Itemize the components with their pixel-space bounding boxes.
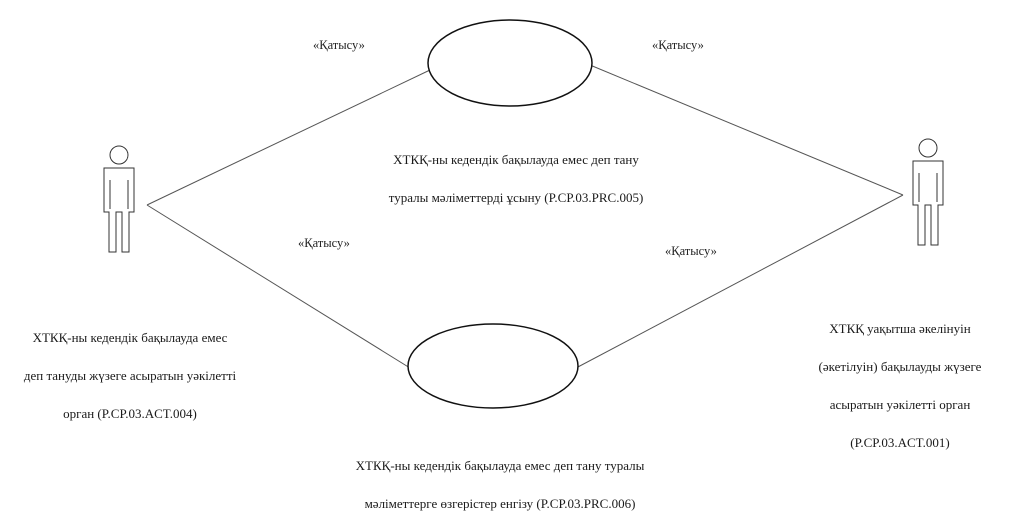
use-case-bottom-label-line1: ХТКҚ-ны кедендік бақылауда емес деп тану… xyxy=(355,458,645,473)
use-case-diagram xyxy=(103,19,944,409)
use-case-top-label-line1: ХТКҚ-ны кедендік бақылауда емес деп тану xyxy=(393,152,639,167)
actor-right-label-line4: (P.CP.03.ACT.001) xyxy=(850,435,950,450)
actor-left-label-line3: орган (P.CP.03.ACT.004) xyxy=(63,406,197,421)
stereotype-top-right: «Қатысу» xyxy=(652,38,704,52)
actor-right-label: ХТКҚ уақытша әкелінуін (әкетілуін) бақыл… xyxy=(790,300,1010,471)
actor-left-label-line1: ХТКҚ-ны кедендік бақылауда емес xyxy=(32,330,228,345)
use-case-bottom-label: ХТКҚ-ны кедендік бақылауда емес деп тану… xyxy=(300,437,700,532)
actor-left-label-line2: деп тануды жүзеге асыратын уәкілетті xyxy=(23,368,237,383)
association-right-bottom xyxy=(575,194,904,369)
use-case-top-label-line2: туралы мәліметтерді ұсыну (P.CP.03.PRC.0… xyxy=(388,190,644,205)
association-left-top xyxy=(146,69,431,206)
actor-left-label: ХТКҚ-ны кедендік бақылауда емес деп тану… xyxy=(0,309,260,442)
stereotype-bottom-right: «Қатысу» xyxy=(665,244,717,258)
actor-right-label-line3: асыратын уәкілетті орган xyxy=(829,397,971,412)
actor-right-figure xyxy=(912,138,944,246)
actor-left-figure xyxy=(103,145,135,253)
use-case-top-label: ХТКҚ-ны кедендік бақылауда емес деп тану… xyxy=(348,131,684,226)
actor-right-label-line2: (әкетілуін) бақылауды жүзеге xyxy=(818,359,982,374)
association-right-top xyxy=(589,64,904,196)
association-left-bottom xyxy=(146,204,411,369)
use-case-bottom-ellipse[interactable] xyxy=(407,323,579,409)
use-case-top-ellipse[interactable] xyxy=(427,19,593,107)
use-case-bottom-label-line2: мәліметтерге өзгерістер енгізу (P.CP.03.… xyxy=(364,496,636,511)
stereotype-top-left: «Қатысу» xyxy=(313,38,365,52)
actor-right-label-line1: ХТКҚ уақытша әкелінуін xyxy=(829,321,971,336)
stereotype-bottom-left: «Қатысу» xyxy=(298,236,350,250)
